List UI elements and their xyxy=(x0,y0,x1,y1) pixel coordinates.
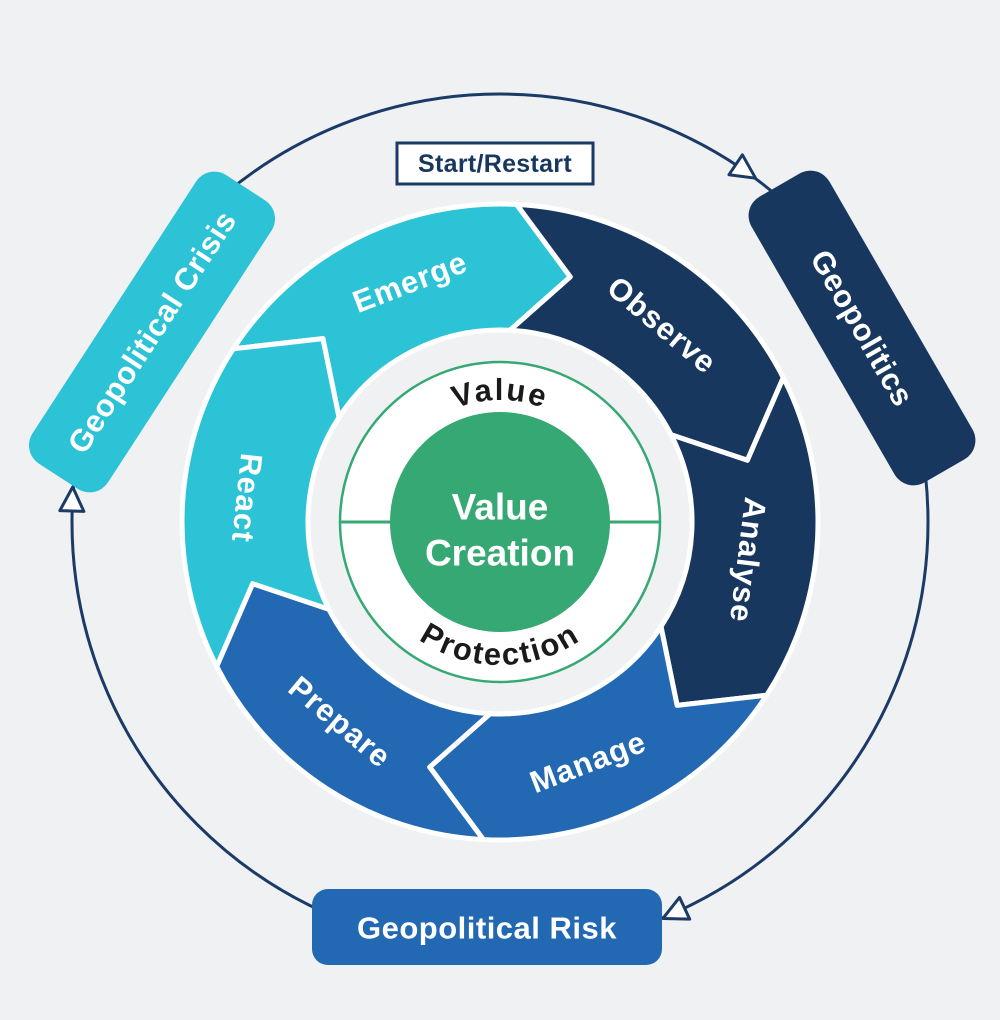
flow-arrowhead-left-icon xyxy=(58,485,86,513)
start-restart-label: Start/Restart xyxy=(418,150,572,178)
start-restart-badge: Start/Restart xyxy=(395,141,595,186)
geopolitical-risk-box xyxy=(312,889,662,965)
core-label-line1: Value xyxy=(452,487,549,528)
geopolitical-risk-badge: Geopolitical Risk xyxy=(312,889,662,965)
segment-react xyxy=(179,336,342,669)
flow-arrowhead-top-right-icon xyxy=(727,153,758,180)
value-creation-core xyxy=(390,412,610,632)
core-label-line2: Creation xyxy=(425,533,575,574)
geopolitics-box xyxy=(748,170,976,486)
start-restart-box xyxy=(395,141,595,186)
cycle-ring xyxy=(179,201,821,843)
flow-arrowhead-bottom-right-icon xyxy=(661,895,692,921)
geopolitical-risk-label: Geopolitical Risk xyxy=(357,911,617,946)
geopolitical-crisis-box xyxy=(29,171,275,493)
